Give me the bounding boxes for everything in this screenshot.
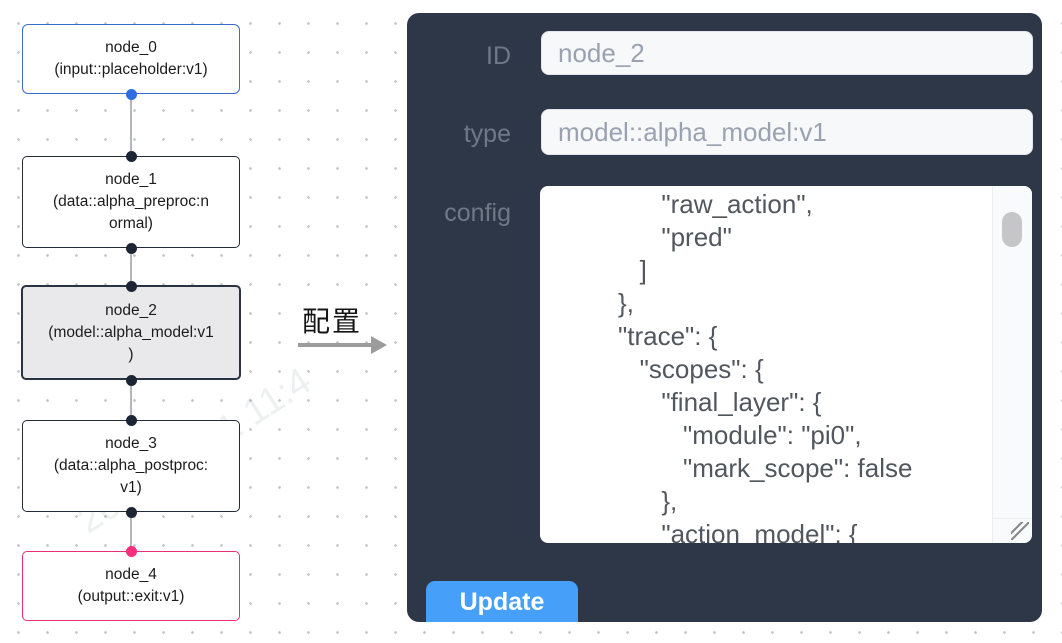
port-node3-output[interactable] <box>125 506 137 518</box>
type-label: type <box>463 120 511 148</box>
edge-node2-node3 <box>130 380 132 420</box>
id-label: ID <box>486 42 511 70</box>
update-button[interactable]: Update <box>426 581 578 622</box>
scrollbar-thumb[interactable] <box>1002 212 1022 247</box>
config-panel: ID type config "raw_action", "pred" ] },… <box>407 13 1042 622</box>
transition-label: 配置 <box>301 306 362 337</box>
node-node_1[interactable]: node_1 (data::alpha_preproc:n ormal) <box>22 156 240 248</box>
edge-node0-node1 <box>130 94 132 156</box>
config-json-text[interactable]: "raw_action", "pred" ] }, "trace": { "sc… <box>618 189 913 543</box>
port-node3-input[interactable] <box>125 414 137 426</box>
right-arrow-icon <box>371 336 387 354</box>
node-subtitle: (output::exit:v1) <box>77 588 185 605</box>
port-node2-output[interactable] <box>125 374 137 386</box>
node-title: node_1 <box>105 171 157 188</box>
id-input[interactable] <box>541 31 1033 75</box>
config-label: config <box>444 199 511 227</box>
node-title: node_2 <box>105 301 157 319</box>
node-subtitle: (data::alpha_postproc: v1) <box>53 457 209 496</box>
resize-handle-icon[interactable] <box>1011 522 1029 540</box>
edge-node1-node2 <box>130 248 132 286</box>
port-node4-input[interactable] <box>125 545 137 557</box>
port-node1-output[interactable] <box>125 242 137 254</box>
node-node_3[interactable]: node_3 (data::alpha_postproc: v1) <box>22 420 240 512</box>
port-node0-output[interactable] <box>125 88 137 100</box>
node-node_4[interactable]: node_4 (output::exit:v1) <box>22 551 240 621</box>
scrollbar-corner-divider <box>993 518 1032 519</box>
right-arrow-icon <box>298 343 372 347</box>
config-textarea[interactable]: "raw_action", "pred" ] }, "trace": { "sc… <box>540 186 1032 543</box>
node-title: node_4 <box>105 566 157 583</box>
node-title: node_0 <box>105 39 157 56</box>
type-input[interactable] <box>541 109 1033 155</box>
port-node1-input[interactable] <box>125 150 137 162</box>
node-node_0[interactable]: node_0 (input::placeholder:v1) <box>22 24 240 94</box>
node-subtitle: (input::placeholder:v1) <box>54 61 208 78</box>
node-subtitle: (data::alpha_preproc:n ormal) <box>53 193 209 232</box>
port-node2-input[interactable] <box>125 280 137 292</box>
edge-node3-node4 <box>130 512 132 551</box>
node-title: node_3 <box>105 435 157 452</box>
node-subtitle: (model::alpha_model:v1 ) <box>48 323 214 363</box>
node-node_2-selected[interactable]: node_2 (model::alpha_model:v1 ) <box>21 285 241 380</box>
